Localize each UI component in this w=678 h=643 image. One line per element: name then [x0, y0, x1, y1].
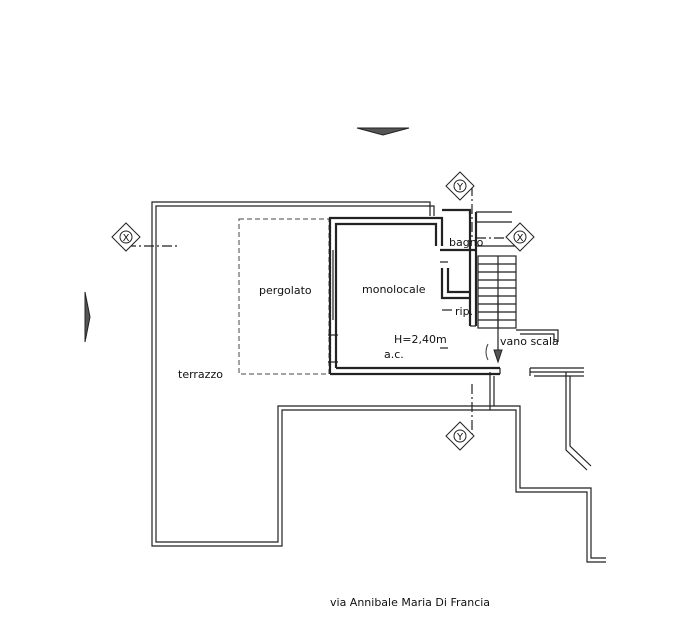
- svg-text:Y: Y: [456, 182, 464, 193]
- apartment-walls: [328, 208, 584, 376]
- label-terrazzo: terrazzo: [178, 368, 223, 381]
- label-monolocale: monolocale: [362, 283, 426, 296]
- section-marker-x-left: X: [111, 222, 141, 252]
- svg-text:X: X: [517, 233, 524, 244]
- label-ac: a.c.: [384, 348, 404, 361]
- label-vano-scala: vano scala: [500, 335, 559, 348]
- staircase: [477, 255, 517, 364]
- label-pergolato: pergolato: [259, 284, 312, 297]
- label-ripostiglio: rip.: [455, 305, 473, 318]
- svg-text:X: X: [123, 233, 130, 244]
- section-marker-y-bottom: Y: [445, 421, 475, 451]
- svg-text:Y: Y: [456, 432, 464, 443]
- label-height: H=2,40m: [394, 333, 447, 346]
- orientation-arrow-left: [84, 291, 91, 343]
- door-swing: [485, 343, 489, 361]
- section-marker-y-top: Y: [445, 171, 475, 201]
- terrace-boundary: [151, 201, 606, 563]
- section-marker-x-right: X: [505, 222, 535, 252]
- street-caption: via Annibale Maria Di Francia: [330, 596, 490, 609]
- orientation-arrow-top: [356, 127, 410, 136]
- label-bagno: bagno: [449, 236, 484, 249]
- pergola-outline: [238, 218, 330, 375]
